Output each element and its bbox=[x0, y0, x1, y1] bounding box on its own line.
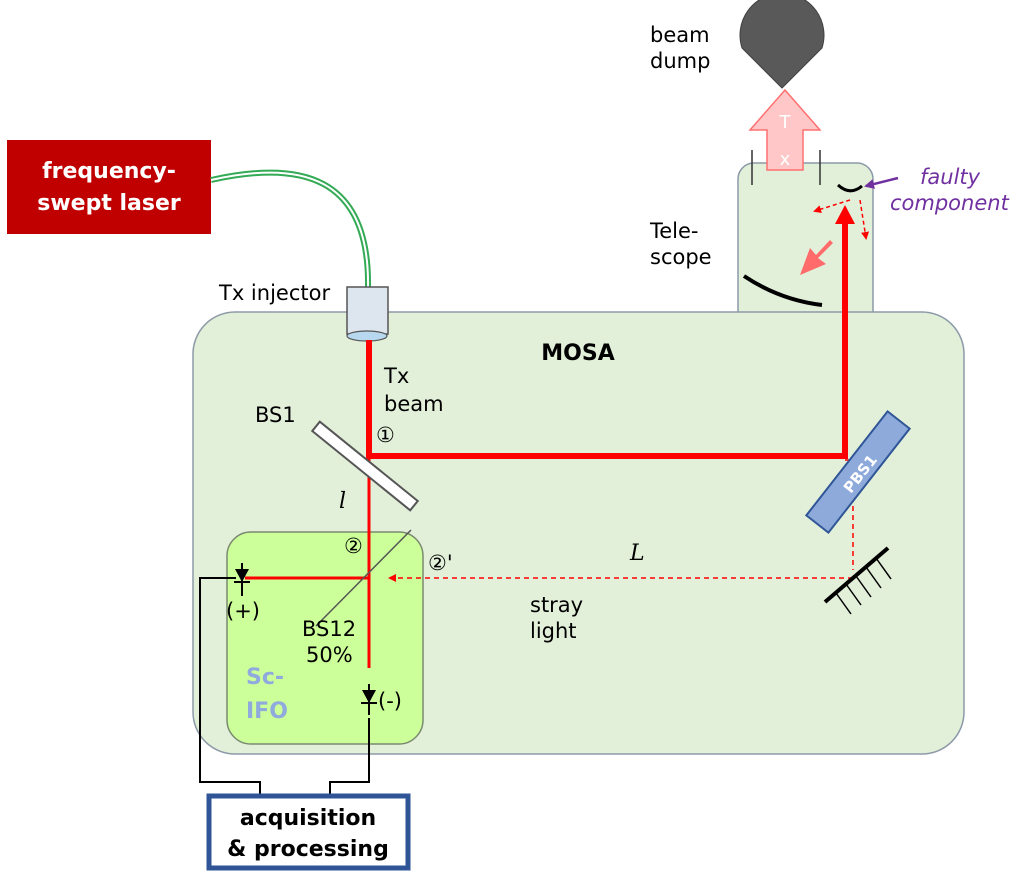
wire-plus bbox=[199, 577, 261, 795]
stray-light-path bbox=[845, 459, 854, 570]
beam-dump-label-line1: beam bbox=[650, 23, 710, 47]
telescope-label-line2: scope bbox=[650, 245, 712, 269]
tx-beam-arrowhead bbox=[835, 205, 855, 224]
telescope-housing bbox=[737, 162, 874, 334]
laser-label-line1: frequency- bbox=[42, 159, 176, 184]
sc-ifo-label-line1: Sc- bbox=[246, 665, 284, 690]
bs1-label: BS1 bbox=[255, 403, 296, 427]
acquisition-label-line1: acquisition bbox=[240, 806, 376, 831]
beam-dump-label-line2: dump bbox=[650, 49, 710, 73]
tx-beam-path bbox=[366, 214, 848, 459]
laser-box bbox=[7, 140, 211, 234]
acquisition-box bbox=[206, 793, 411, 871]
detector-plus-label: (+) bbox=[226, 599, 260, 623]
marker-2: ② bbox=[344, 534, 363, 558]
tx-arrow-label-line2: x bbox=[780, 149, 791, 170]
telescope-secondary-mirror bbox=[836, 183, 863, 193]
tx-out-arrow-icon bbox=[748, 88, 822, 171]
tx-arrow-label-line1: T bbox=[779, 112, 792, 133]
optical-fiber bbox=[210, 169, 372, 289]
tx-injector-lens bbox=[346, 330, 388, 342]
telescope-primary-mirror bbox=[742, 274, 823, 307]
acquisition-label-line2: & processing bbox=[227, 837, 389, 862]
stray-light-line2: light bbox=[530, 619, 577, 643]
detector-minus-label: (-) bbox=[378, 689, 402, 713]
mosa-label: MOSA bbox=[541, 341, 614, 366]
beam-dump-icon bbox=[739, 0, 825, 89]
tx-injector-label: Tx injector bbox=[218, 281, 330, 305]
bs12-beamsplitter bbox=[315, 529, 412, 627]
marker-2-prime: ②' bbox=[428, 551, 453, 575]
tx-injector bbox=[346, 286, 389, 335]
bs1-beamsplitter bbox=[310, 420, 420, 512]
plus-photodiode-icon bbox=[234, 563, 250, 596]
length-L: L bbox=[629, 541, 645, 566]
tx-beam-label-line1: Tx bbox=[383, 364, 409, 388]
faulty-label-line2: component bbox=[890, 191, 1010, 215]
reflected-beam-arrow-icon bbox=[800, 240, 833, 275]
marker-1: ① bbox=[376, 423, 395, 447]
faulty-pointer-arrow bbox=[864, 176, 899, 189]
optical-fiber-core bbox=[210, 171, 370, 289]
faulty-label-line1: faulty bbox=[920, 165, 981, 189]
wire-minus bbox=[329, 718, 370, 795]
mirror bbox=[823, 546, 892, 615]
bs12-label-line2: 50% bbox=[306, 643, 353, 667]
stray-light-line1: stray bbox=[530, 593, 583, 617]
tx-beam-label-line2: beam bbox=[384, 392, 444, 416]
sc-ifo-label-line2: IFO bbox=[246, 699, 288, 724]
minus-photodiode-icon bbox=[361, 684, 377, 715]
telescope-label-line1: Tele- bbox=[649, 219, 699, 243]
laser-label-line2: swept laser bbox=[37, 191, 181, 216]
length-l: l bbox=[339, 489, 346, 514]
scatter-arrow-left bbox=[813, 199, 851, 214]
bs12-label-line1: BS12 bbox=[302, 617, 356, 641]
